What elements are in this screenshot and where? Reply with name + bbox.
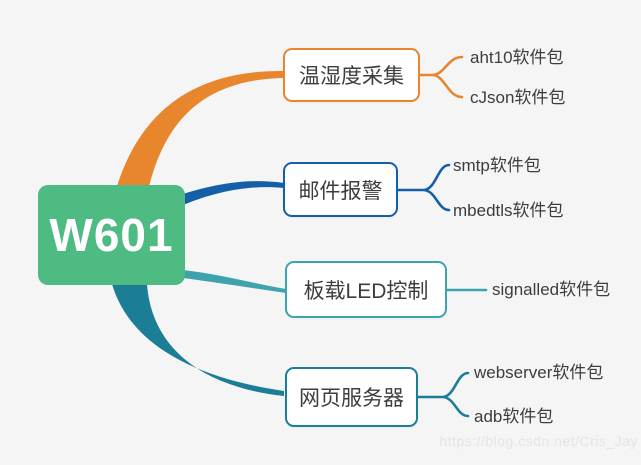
branch-curve-led-control: [183, 270, 286, 293]
root-node-label: W601: [49, 209, 174, 261]
branch-curve-temp-humidity: [114, 70, 283, 200]
topic-label: 邮件报警: [298, 179, 383, 203]
branch-curve-web-server: [112, 284, 284, 396]
brace-temp-humidity-leaves: [418, 55, 464, 99]
topic-web-server[interactable]: 网页服务器: [285, 367, 418, 427]
topic-temp-humidity-collection[interactable]: 温湿度采集: [283, 48, 420, 102]
watermark: https://blog.csdn.net/Cris_Jay: [439, 433, 638, 449]
brace-email-alarm-leaves: [396, 163, 451, 212]
topic-onboard-led-control[interactable]: 板载LED控制: [285, 261, 447, 318]
leaf-aht10-package[interactable]: aht10软件包: [470, 48, 564, 67]
topic-label: 温湿度采集: [299, 65, 404, 88]
root-node-w601[interactable]: W601: [38, 185, 185, 285]
branch-curve-email-alarm: [183, 181, 284, 205]
topic-label: 网页服务器: [299, 387, 404, 410]
leaf-mbedtls-package[interactable]: mbedtls软件包: [453, 201, 564, 220]
leaf-signalled-package[interactable]: signalled软件包: [492, 280, 611, 299]
brace-web-server-leaves: [416, 371, 470, 418]
leaf-smtp-package[interactable]: smtp软件包: [453, 156, 541, 175]
topic-email-alarm[interactable]: 邮件报警: [283, 162, 398, 217]
leaf-cjson-package[interactable]: cJson软件包: [470, 88, 566, 107]
leaf-webserver-package[interactable]: webserver软件包: [474, 363, 604, 382]
leaf-adb-package[interactable]: adb软件包: [474, 407, 554, 426]
topic-label: 板载LED控制: [303, 279, 429, 303]
